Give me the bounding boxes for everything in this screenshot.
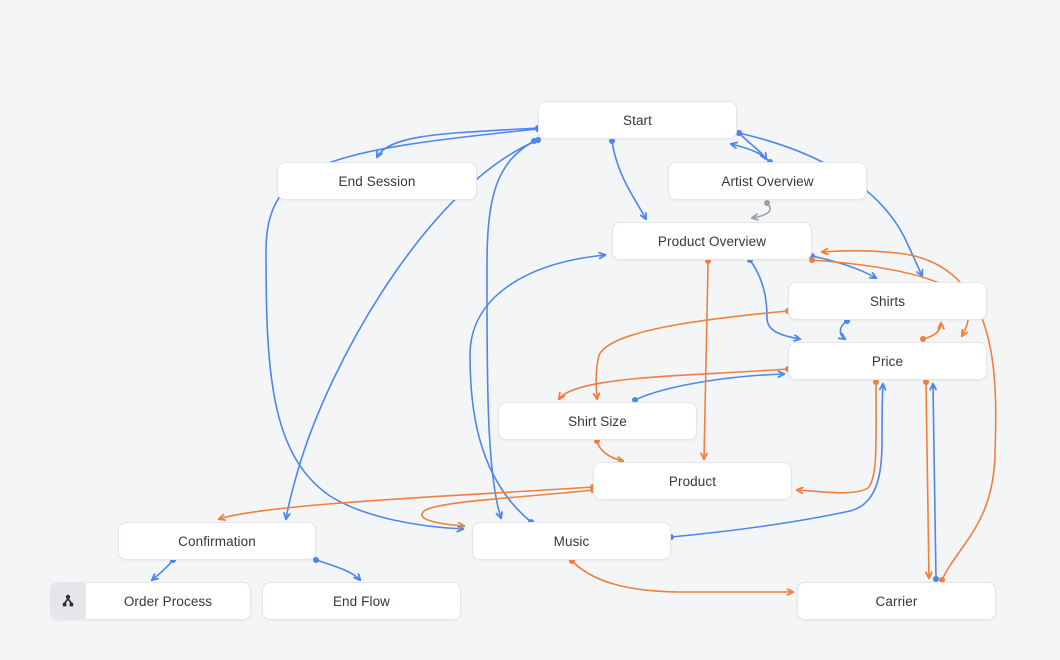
edge-line[interactable] [559,368,789,399]
edge-shirt-size-to-price[interactable] [632,374,784,403]
node-label: Product Overview [657,233,767,249]
edge-confirmation-to-end-flow[interactable] [313,557,360,580]
node-label: Music [553,533,590,549]
edge-music-to-product-overview[interactable] [469,255,605,525]
edge-source-dot [920,336,926,342]
edge-line[interactable] [933,384,936,580]
edge-line[interactable] [596,310,789,399]
edge-line[interactable] [571,560,793,592]
edge-start-to-shirts[interactable] [736,130,922,276]
edge-shirts-to-price[interactable] [840,318,850,339]
node-end-flow[interactable]: End Flow [262,582,461,620]
node-label: Artist Overview [721,173,814,189]
edge-start-to-product-overview[interactable] [609,138,646,219]
node-label: Start [622,112,652,128]
edge-line[interactable] [421,489,594,526]
edge-start-to-music[interactable] [486,138,537,518]
node-label: Price [871,353,904,369]
edge-product-to-confirmation[interactable] [219,484,596,519]
edge-source-dot [313,557,319,563]
edge-line[interactable] [596,440,623,461]
edge-carrier-to-product-overview[interactable] [822,251,997,583]
node-product-overview[interactable]: Product Overview [612,222,812,260]
edge-price-to-carrier[interactable] [923,379,929,578]
edge-line[interactable] [749,259,800,339]
edge-shirt-size-to-product[interactable] [594,438,623,461]
edge-source-dot [933,576,939,582]
edge-shirts-to-shirt-size[interactable] [596,308,791,399]
edge-price-to-shirts[interactable] [920,323,941,342]
edge-product-overview-to-product[interactable] [704,258,711,459]
node-price[interactable]: Price [788,342,987,380]
edge-line[interactable] [486,140,535,518]
node-start[interactable]: Start [538,101,737,139]
edge-source-dot [531,138,537,144]
edge-line[interactable] [611,140,646,219]
node-label: End Flow [332,593,391,609]
edge-price-to-shirt-size[interactable] [559,366,791,399]
edge-line[interactable] [797,381,877,493]
node-artist-overview[interactable]: Artist Overview [668,162,867,200]
edge-line[interactable] [822,251,997,581]
edge-line[interactable] [634,374,784,401]
node-end-session[interactable]: End Session [277,162,477,200]
edge-line[interactable] [315,559,360,580]
edge-artist-overview-to-product-overview[interactable] [752,200,771,218]
edge-source-dot [632,397,638,403]
edge-line[interactable] [377,127,539,157]
edge-line[interactable] [926,381,929,578]
node-label: End Session [338,173,416,189]
edge-line[interactable] [265,128,539,529]
edge-start-to-end-session[interactable] [377,125,541,157]
node-order-process[interactable]: Order Process [50,582,251,620]
edge-source-dot [764,200,770,206]
workflow-icon [51,583,86,619]
edge-source-dot [809,257,815,263]
node-product[interactable]: Product [593,462,792,500]
edge-source-dot [736,130,742,136]
node-shirts[interactable]: Shirts [788,282,987,320]
edge-line[interactable] [811,255,876,278]
node-shirt-size[interactable]: Shirt Size [498,402,697,440]
edge-source-dot [923,379,929,385]
node-label: Shirt Size [568,413,627,429]
edge-line[interactable] [152,559,174,580]
edge-carrier-to-price[interactable] [933,384,939,582]
node-label: Order Process [123,593,213,609]
edge-line[interactable] [670,384,883,538]
edge-line[interactable] [922,323,941,340]
edge-source-dot [609,138,615,144]
edge-line[interactable] [738,132,922,276]
node-music[interactable]: Music [472,522,671,560]
node-label: Shirts [869,293,906,309]
edge-source-dot [873,379,879,385]
edge-confirmation-to-order-process[interactable] [152,557,176,580]
node-label: Confirmation [178,533,256,549]
node-carrier[interactable]: Carrier [797,582,996,620]
node-label: Carrier [875,593,918,609]
edge-source-dot [939,577,945,583]
edge-line[interactable] [731,144,771,163]
edge-line[interactable] [219,486,594,519]
edge-line[interactable] [704,260,709,459]
node-confirmation[interactable]: Confirmation [118,522,316,560]
node-label: Product [668,473,717,489]
edge-price-to-product[interactable] [797,379,879,493]
edge-line[interactable] [469,255,605,523]
edge-music-to-carrier[interactable] [569,558,793,592]
